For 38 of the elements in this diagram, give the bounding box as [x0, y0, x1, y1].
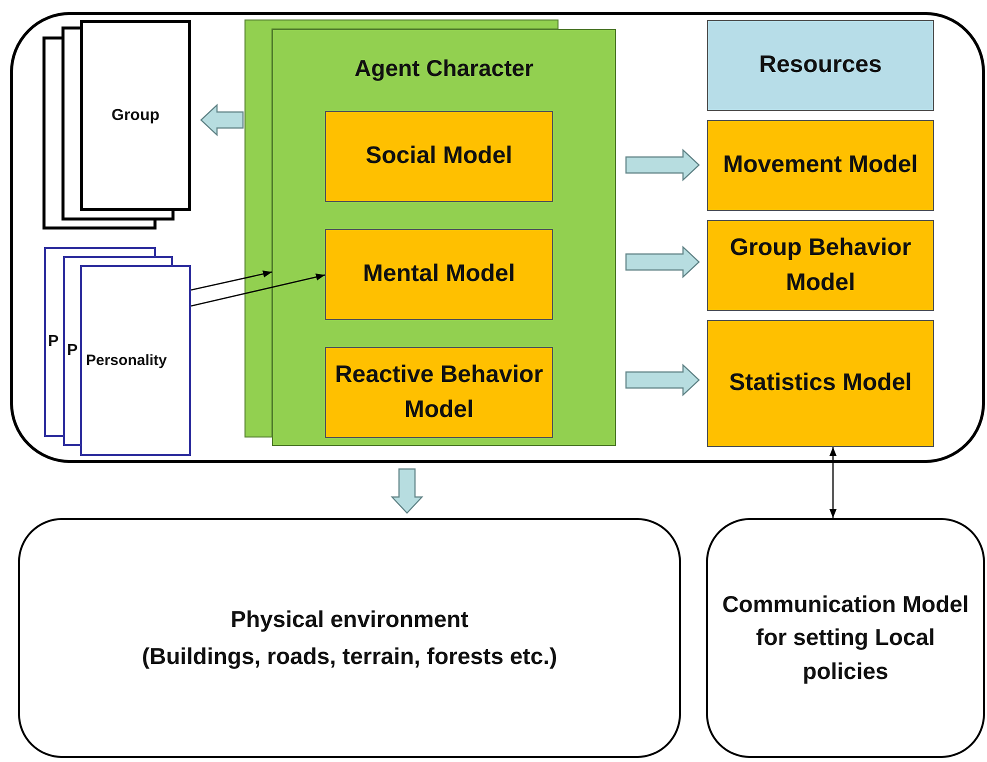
- resource-box: [707, 20, 934, 111]
- document-page: [44, 247, 63, 437]
- node-label: Group: [112, 106, 160, 126]
- model-box: [707, 120, 934, 211]
- node-label: Social Model: [366, 141, 512, 172]
- model-box: [707, 220, 934, 311]
- node-label: Statistics Model: [729, 368, 912, 398]
- block-arrow: [390, 468, 424, 514]
- model-box: [325, 347, 553, 438]
- model-box: [325, 111, 553, 202]
- node-label: P: [48, 332, 59, 352]
- node-label: Reactive Behavior Model: [334, 360, 544, 424]
- model-box: [325, 229, 553, 320]
- node-label: P: [67, 341, 78, 362]
- model-box: [707, 320, 934, 447]
- document-page: [80, 20, 191, 211]
- block-arrow: [625, 364, 700, 396]
- communication-panel: [706, 518, 985, 758]
- document-page: [80, 265, 191, 456]
- environment-panel: [18, 518, 681, 758]
- node-label: Resources: [759, 50, 882, 80]
- block-arrow: [200, 104, 244, 136]
- node-label: Communication Model for setting Local policies: [722, 590, 969, 686]
- block-arrow: [625, 246, 700, 278]
- block-arrow: [625, 148, 700, 182]
- node-label: Agent Character: [354, 54, 534, 83]
- node-label: (Buildings, roads, terrain, forests etc.): [142, 642, 558, 671]
- arrow: [829, 447, 837, 518]
- node-label: Physical environment: [230, 604, 468, 634]
- node-label: Movement Model: [723, 150, 918, 180]
- document-page: [63, 256, 80, 446]
- agent-system-panel: [10, 12, 985, 463]
- node-label: Personality: [86, 350, 167, 371]
- arrow: [190, 274, 326, 307]
- node-label: Group Behavior Model: [728, 232, 912, 298]
- character-sheet: [272, 29, 616, 446]
- arrow: [190, 270, 272, 291]
- node-label: Mental Model: [362, 259, 515, 290]
